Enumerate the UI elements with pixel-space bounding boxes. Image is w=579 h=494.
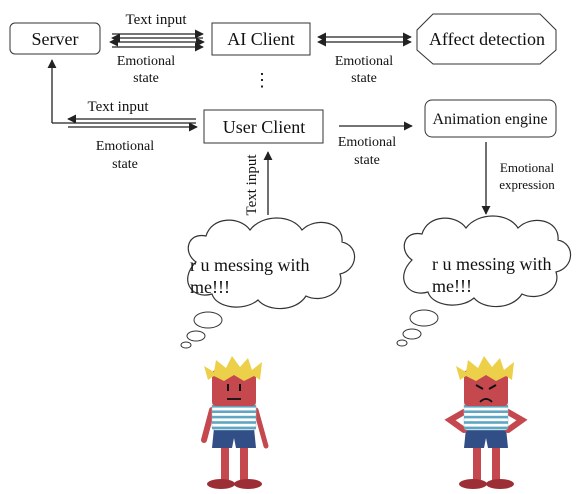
left-arm	[201, 407, 215, 443]
user-client-label: User Client	[223, 117, 306, 137]
shirt-stripe	[464, 426, 508, 430]
neutral-character	[201, 356, 269, 489]
server-ai-state-label: state	[133, 71, 159, 86]
server-ai-emotional-label: Emotional	[117, 54, 175, 69]
shorts	[464, 428, 508, 448]
server-ai-text-label: Text input	[125, 12, 187, 28]
input-to-user-edge: Text input	[244, 151, 273, 216]
anim-expr-emotional-label: Emotional	[500, 160, 555, 175]
shirt-stripe	[464, 415, 508, 419]
user-client-node: User Client	[203, 109, 324, 144]
left-arm	[444, 409, 467, 433]
ai-affect-state-label: state	[351, 71, 377, 86]
user-server-state-label: state	[112, 157, 138, 172]
server-label: Server	[32, 29, 79, 49]
ai-affect-emotional-label: Emotional	[335, 54, 393, 69]
user-input-vertical-label: Text input	[244, 154, 260, 216]
user-server-emotional-label: Emotional	[96, 139, 154, 154]
anim-expr-expression-label: expression	[499, 177, 555, 192]
shorts	[212, 428, 256, 448]
left-eye	[475, 384, 484, 390]
animation-engine-label: Animation engine	[432, 111, 547, 128]
left-thought-bubble: r u messing with me!!!	[180, 217, 356, 349]
ai-affect-edges: Emotional state	[317, 32, 412, 86]
right-bubble-line2: me!!!	[432, 276, 472, 296]
user-anim-edge: Emotional state	[338, 121, 413, 168]
shirt-stripe	[464, 421, 508, 424]
server-ai-edges: Text input Emotional state	[109, 12, 205, 86]
ai-client-node: AI Client	[211, 22, 311, 56]
hair	[204, 356, 262, 381]
anim-expression-edge: Emotional expression	[481, 142, 555, 215]
animation-engine-node: Animation engine	[424, 99, 557, 138]
hair	[456, 356, 514, 381]
left-bubble-line1: r u messing with	[190, 255, 310, 275]
left-shoe	[207, 479, 235, 489]
left-bubble-line2: me!!!	[190, 277, 230, 297]
server-node: Server	[9, 22, 101, 55]
more-clients-ellipsis: ⋮	[253, 70, 271, 90]
affect-detection-label: Affect detection	[429, 29, 545, 49]
ai-client-label: AI Client	[227, 29, 295, 49]
mouth	[479, 398, 493, 403]
angry-character	[444, 356, 528, 489]
shirt-stripe	[212, 405, 256, 408]
right-thought-bubble: r u messing with me!!!	[396, 215, 572, 347]
right-shoe	[234, 479, 262, 489]
shirt-stripe	[212, 410, 256, 413]
shirt-stripe	[464, 405, 508, 408]
user-anim-emotional-label: Emotional	[338, 135, 396, 150]
user-server-text-label: Text input	[87, 99, 149, 115]
right-bubble-line1: r u messing with	[432, 254, 552, 274]
shirt-stripe	[212, 415, 256, 419]
left-leg	[221, 440, 229, 480]
right-arm	[505, 409, 528, 433]
affect-detection-node: Affect detection	[416, 13, 557, 65]
right-leg	[240, 440, 248, 480]
right-leg	[492, 440, 500, 480]
right-eye	[488, 384, 497, 390]
shirt-stripe	[464, 410, 508, 413]
shirt-stripe	[212, 426, 256, 430]
right-shoe	[486, 479, 514, 489]
user-server-edges: Text input Emotional state	[47, 59, 198, 172]
left-leg	[473, 440, 481, 480]
left-shoe	[459, 479, 487, 489]
right-arm	[253, 407, 269, 449]
user-anim-state-label: state	[354, 153, 380, 168]
shirt-stripe	[212, 421, 256, 424]
